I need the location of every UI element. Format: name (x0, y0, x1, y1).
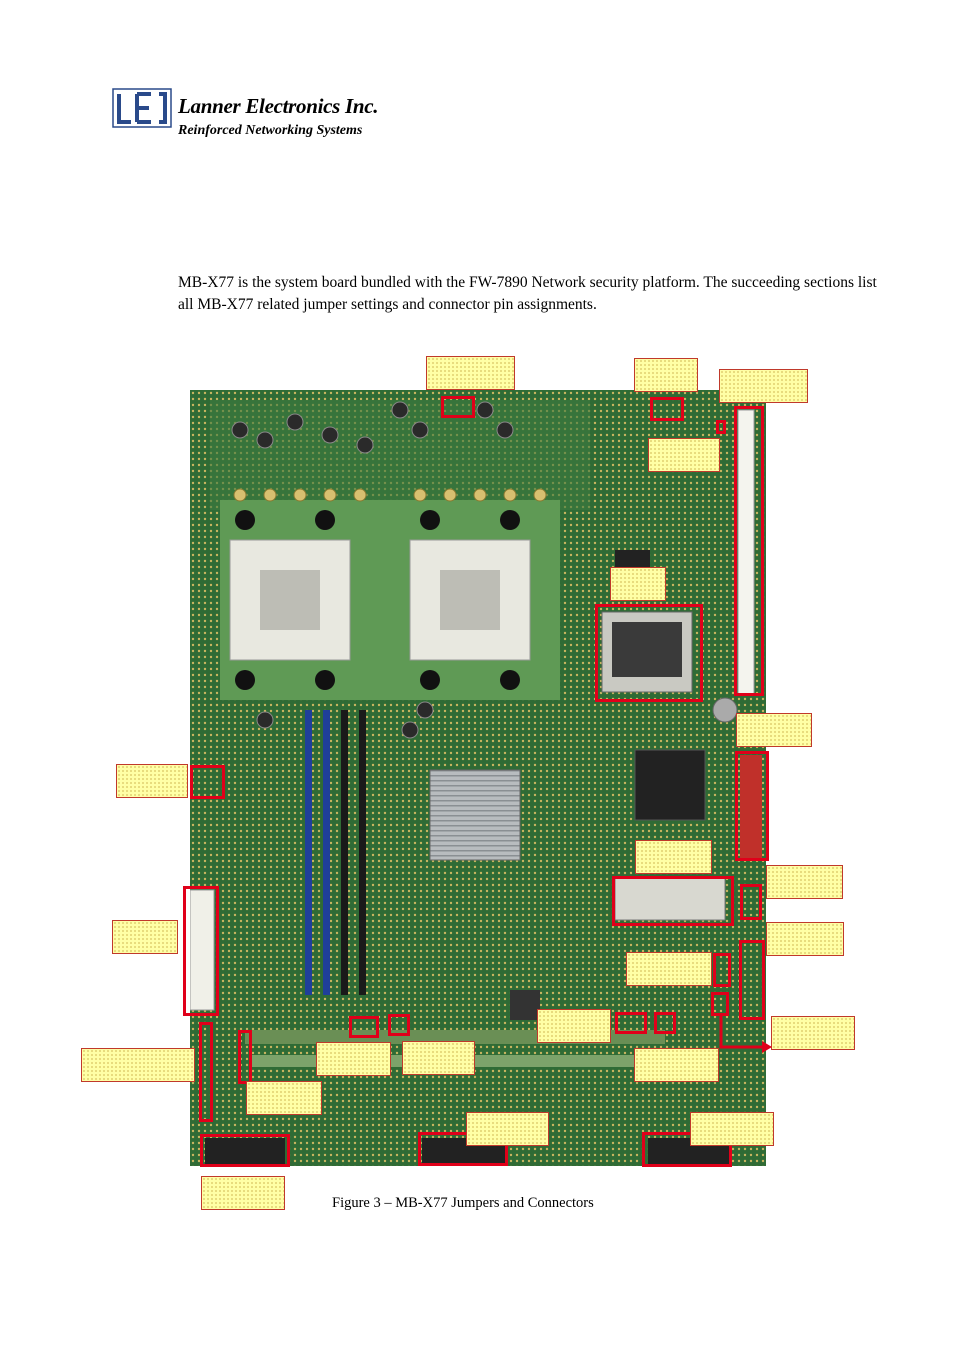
highlight-jumper-bottom-c (615, 1012, 647, 1034)
highlight-left-edge-header (199, 1022, 213, 1122)
highlight-bottom-connector-right (642, 1132, 732, 1167)
highlight-ide-connector (735, 751, 769, 861)
highlight-atx-power (183, 886, 219, 1016)
callout-18 (634, 1048, 719, 1082)
company-tagline: Reinforced Networking Systems (178, 123, 363, 138)
highlight-sodimm-slot (612, 876, 734, 926)
highlight-fan-connector-top (441, 396, 475, 418)
highlight-power-connector-small (190, 765, 225, 799)
callout-14 (771, 1016, 855, 1050)
callout-11 (766, 922, 844, 956)
highlight-left-header-pins (238, 1030, 252, 1084)
highlight-header-right-tall (739, 940, 765, 1020)
company-name: Lanner Electronics Inc. (178, 94, 379, 118)
callout-12 (626, 952, 712, 986)
highlight-cf-slot (595, 604, 703, 702)
callout-19 (246, 1081, 322, 1115)
highlight-jumper-bottom-d (654, 1012, 676, 1034)
callout-3 (719, 369, 808, 403)
arrow-to-callout (719, 1016, 772, 1053)
callout-1 (426, 356, 515, 390)
highlight-header-middle-a (713, 953, 731, 987)
callout-20 (466, 1112, 549, 1146)
callout-7 (116, 764, 188, 798)
highlight-header-middle-b (711, 992, 729, 1016)
callout-9 (766, 865, 843, 899)
highlight-bottom-connector-middle (418, 1132, 508, 1166)
highlight-pci-slot (734, 406, 764, 696)
callout-8 (635, 840, 712, 874)
lei-logo-mark (112, 88, 172, 128)
highlight-jumper-bottom-a (349, 1016, 379, 1038)
callout-21 (690, 1112, 774, 1146)
callout-22 (201, 1176, 285, 1210)
callout-6 (736, 713, 812, 747)
callout-10 (112, 920, 178, 954)
callout-16 (316, 1042, 391, 1076)
figure-caption: Figure 3 – MB-X77 Jumpers and Connectors (332, 1195, 594, 1211)
callout-4 (648, 438, 720, 472)
callout-15 (81, 1048, 195, 1082)
callout-17 (402, 1041, 475, 1075)
highlight-jumper-bottom-b (388, 1014, 410, 1036)
company-logo: Lanner Electronics Inc. Reinforced Netwo… (111, 86, 411, 146)
callout-2 (634, 358, 698, 392)
highlight-bottom-connector-left (200, 1134, 290, 1167)
intro-paragraph: MB-X77 is the system board bundled with … (178, 274, 877, 313)
highlight-jumper-top-right (650, 397, 684, 421)
highlight-small-jumper (716, 420, 726, 434)
callout-5 (610, 567, 666, 601)
highlight-header-right-small (740, 884, 762, 920)
callout-13 (537, 1009, 611, 1043)
